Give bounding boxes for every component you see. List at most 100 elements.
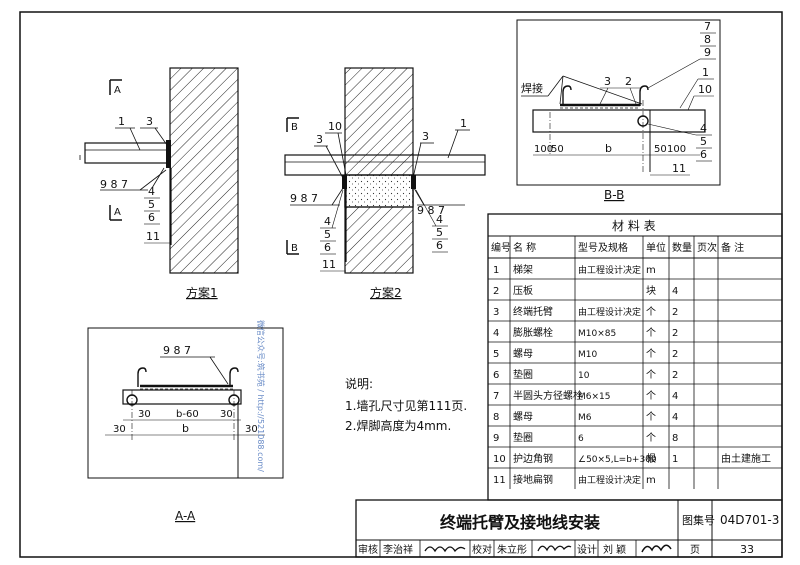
materials-cell-r1-c1: 梯架: [513, 263, 533, 276]
scheme2-callout-3b: 3: [422, 130, 429, 143]
section-bb-dim-b: b: [605, 142, 612, 155]
materials-cell-r2-c3: 块: [646, 285, 656, 297]
design-label: 设计: [577, 543, 597, 556]
scheme2-cable-tray: [284, 154, 486, 176]
section-bb-callout-2: 2: [625, 75, 632, 88]
scheme2-callout-6a: 6: [324, 241, 331, 254]
materials-cell-r10-c3: 根: [646, 452, 656, 465]
section-bb-angle-steel: [532, 109, 706, 133]
materials-cell-r4-c4: 2: [672, 328, 678, 339]
materials-cell-r7-c2: M6×15: [578, 392, 610, 402]
drawing-title: 终端托臂及接地线安装: [440, 513, 600, 532]
scheme1-cable-tray: [84, 142, 171, 164]
materials-cell-r9-c2: 6: [578, 434, 584, 444]
scheme2-callout-5a: 5: [324, 228, 331, 241]
section-bb-callout-4: 4: [700, 122, 707, 135]
materials-cell-r8-c1: 螺母: [513, 411, 533, 423]
materials-cell-r9-c1: 垫圈: [513, 431, 533, 444]
materials-cell-r7-c1: 半圆头方径螺栓: [513, 389, 583, 402]
section-aa-dim-30-d: 30: [245, 424, 258, 435]
scheme1-callout-4: 4: [148, 185, 155, 198]
section-bb-callout-3: 3: [604, 75, 611, 88]
notes-block: 说明: 1.墙孔尺寸见第111页. 2.焊脚高度为4mm.: [345, 376, 467, 433]
materials-header-6: 备 注: [721, 241, 744, 254]
reviewer-signature: [424, 546, 466, 553]
materials-header-3: 单位: [646, 241, 666, 254]
section-aa-callout-987: 9 8 7: [163, 344, 191, 357]
watermark-text: 微信公众号:筑书苑 / http://521088.com/: [256, 320, 266, 472]
materials-header-1: 名 称: [513, 241, 536, 254]
section-bb-callout-11: 11: [672, 162, 686, 175]
materials-cell-r9-c3: 个: [646, 432, 656, 444]
scheme2-callout-4b: 4: [436, 213, 443, 226]
scheme1-callout-3: 3: [146, 115, 153, 128]
notes-item-1: 1.墙孔尺寸见第111页.: [345, 399, 467, 413]
materials-cell-r9-c0: 9: [493, 433, 499, 444]
scheme1-view: A A 1 3 9 8 7 4 5 6 11 方案1: [79, 67, 239, 300]
title-block: 终端托臂及接地线安装 图集号 04D701-3 审核 李治祥 校对 朱立彤 设计…: [355, 499, 783, 558]
materials-cell-r3-c3: 个: [646, 306, 656, 318]
section-aa-dim-30-b: 30: [220, 409, 233, 420]
section-bb-weld-label: 焊接: [521, 81, 543, 95]
scheme2-callout-4a: 4: [324, 215, 331, 228]
materials-cell-r9-c4: 8: [672, 433, 678, 444]
section-aa-dim-b: b: [182, 422, 189, 435]
checker-signature: [537, 545, 572, 552]
scheme1-caption: 方案1: [186, 285, 218, 300]
materials-cell-r3-c2: 由工程设计决定: [578, 306, 641, 318]
scheme2-section-mark-top: B: [291, 122, 298, 133]
section-aa-dim-b-60: b-60: [176, 409, 199, 420]
scheme2-wall-opening: [344, 174, 414, 208]
materials-cell-r11-c2: 由工程设计决定: [578, 474, 641, 486]
materials-cell-r10-c1: 护边角钢: [513, 452, 553, 465]
scheme2-section-mark-bottom: B: [291, 243, 298, 254]
section-aa-dim-30-a: 30: [138, 409, 151, 420]
scheme2-callout-5b: 5: [436, 226, 443, 239]
materials-header-4: 数量: [672, 241, 692, 254]
materials-cell-r8-c0: 8: [493, 412, 499, 423]
scheme1-callout-11: 11: [146, 230, 160, 243]
materials-cell-r11-c0: 11: [493, 475, 506, 486]
section-bb-view: 焊接 7 8 9 1 10 3 2 4 5 6 11 100 50: [516, 19, 721, 202]
scheme2-callout-1: 1: [460, 117, 467, 130]
page-label: 页: [690, 544, 700, 556]
section-bb-callout-6: 6: [700, 148, 707, 161]
materials-cell-r2-c0: 2: [493, 286, 499, 297]
materials-cell-r7-c3: 个: [646, 390, 656, 402]
materials-cell-r5-c1: 螺母: [513, 348, 533, 360]
materials-cell-r4-c0: 4: [493, 328, 499, 339]
materials-cell-r7-c4: 4: [672, 391, 678, 402]
scheme2-wall: [344, 67, 414, 274]
notes-item-2: 2.焊脚高度为4mm.: [345, 418, 451, 433]
materials-cell-r11-c3: m: [646, 475, 656, 486]
scheme1-section-mark-top: A: [114, 85, 121, 96]
section-bb-callout-7: 7: [704, 20, 711, 33]
materials-cell-r3-c4: 2: [672, 307, 678, 318]
section-aa-caption: A-A: [175, 509, 196, 523]
scheme1-callout-987: 9 8 7: [100, 178, 128, 191]
materials-header-0: 编号: [491, 241, 511, 254]
section-aa-view: 9 8 7 30 b-60 30 30 b 30 A-A: [87, 327, 284, 523]
section-bb-callout-1: 1: [702, 66, 709, 79]
materials-cell-r10-c2: ∠50×5,L=b+300: [578, 455, 657, 465]
section-bb-dim-50-left: 50: [551, 144, 564, 155]
materials-header-2: 型号及规格: [578, 241, 628, 254]
materials-cell-r2-c1: 压板: [513, 284, 533, 297]
materials-cell-r3-c1: 终端托臂: [513, 305, 553, 318]
section-bb-callout-9: 9: [704, 46, 711, 59]
scheme1-callout-1: 1: [118, 115, 125, 128]
materials-table-title: 材 料 表: [612, 219, 656, 233]
materials-cell-r7-c0: 7: [493, 391, 499, 402]
materials-cell-r6-c2: 10: [578, 371, 590, 381]
scheme2-callout-3a: 3: [316, 133, 323, 146]
materials-cell-r6-c3: 个: [646, 369, 656, 381]
scheme1-callout-5: 5: [148, 198, 155, 211]
section-bb-caption: B-B: [604, 188, 624, 202]
notes-title: 说明:: [345, 376, 373, 391]
materials-cell-r11-c1: 接地扁钢: [513, 473, 553, 486]
materials-cell-r6-c4: 2: [672, 370, 678, 381]
materials-cell-r8-c2: M6: [578, 413, 592, 423]
scheme1-wall: [169, 67, 239, 274]
scheme2-view: B B 10 3 3 1 9 8 7 9 8 7 4 5 6 11 4 5 6: [284, 67, 486, 300]
